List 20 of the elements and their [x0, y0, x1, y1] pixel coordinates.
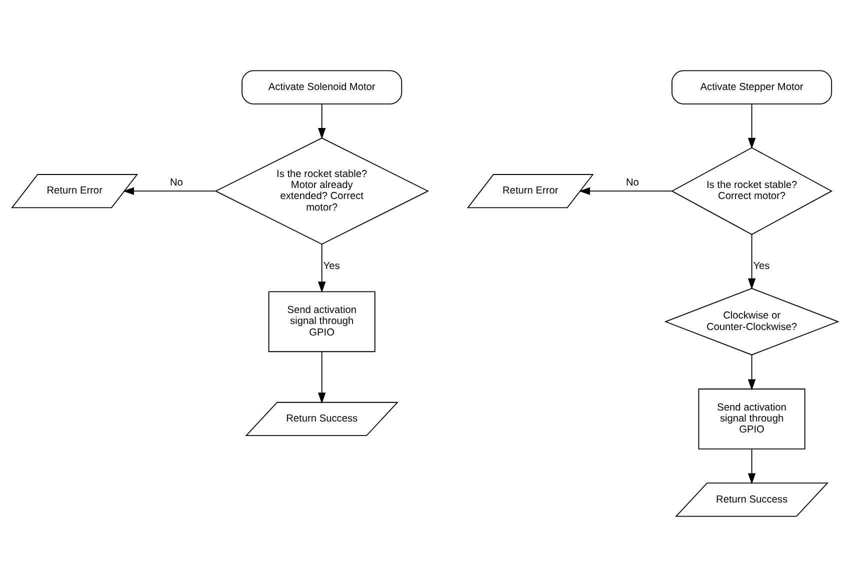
arrow	[748, 448, 756, 484]
node-box: Send activation signal through GPIO	[698, 388, 806, 450]
arrow	[748, 104, 756, 149]
arrow	[748, 234, 756, 290]
node-diamond: Clockwise or Counter-Clockwise?	[664, 288, 840, 356]
node-box: Send activation signal through GPIO	[268, 291, 376, 352]
node-diamond: Is the rocket stable? Correct motor?	[671, 147, 833, 235]
arrow	[318, 351, 326, 404]
arrow	[578, 187, 672, 195]
arrow	[318, 104, 326, 140]
edge-label: No	[626, 177, 639, 188]
arrow	[122, 187, 216, 195]
node-diamond: Is the rocket stable? Motor already extended? Correct motor?	[214, 138, 429, 245]
edge-label: No	[170, 177, 183, 188]
arrow	[318, 244, 326, 293]
edge-label: Yes	[323, 260, 340, 272]
edge-label: Yes	[753, 260, 770, 272]
node-box: Activate Stepper Motor	[672, 70, 832, 104]
arrow	[748, 354, 756, 390]
node-box: Activate Solenoid Motor	[242, 70, 402, 104]
